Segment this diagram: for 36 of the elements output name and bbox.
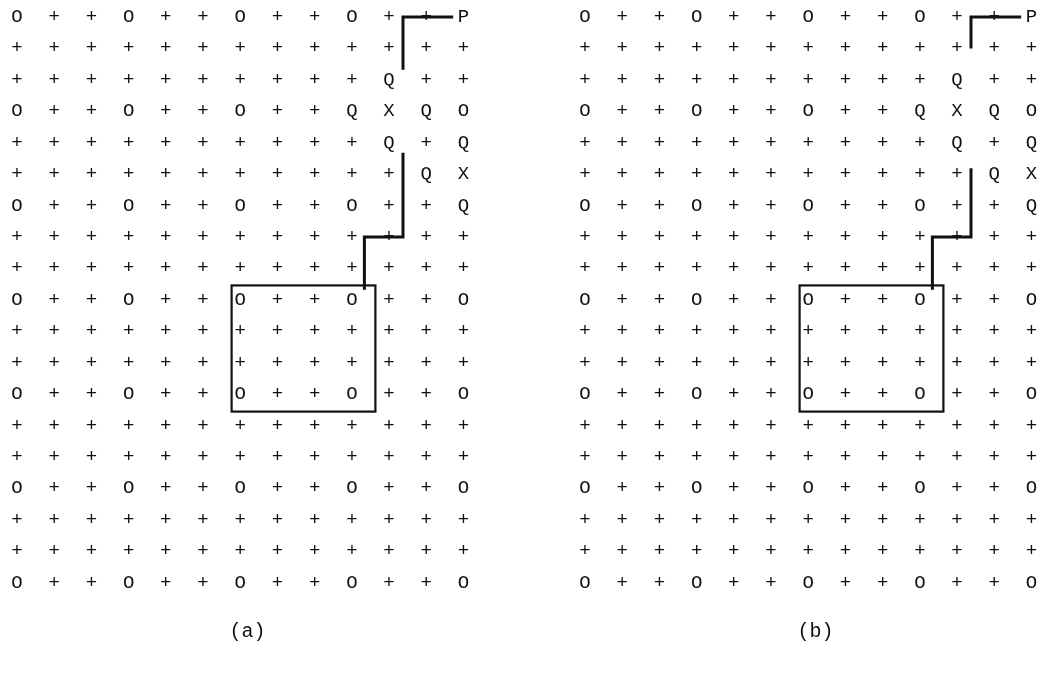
character-row: O + + O + + O + + O + + O [579,382,1045,407]
character-row: O + + O + + O + + O + + O [11,570,477,595]
character-row: + + + + + + + + + + + Q X [579,162,1045,187]
character-row: + + + + + + + + + + + + + [11,36,477,61]
character-row: + + + + + + + + + + + + + [579,413,1045,438]
character-row: + + + + + + + + + + + + + [11,413,477,438]
character-row: O + + O + + O + + Q X Q O [11,99,477,124]
character-row: + + + + + + + + + + + + + [579,350,1045,375]
character-row: O + + O + + O + + O + + O [579,476,1045,501]
character-row: + + + + + + + + + + + + + [579,445,1045,469]
character-row: O + + O + + O + + O + + Q [11,193,477,218]
character-row: + + + + + + + + + + Q + + [11,67,477,92]
panel-label: (a) [229,620,266,644]
character-row: O + + O + + O + + O + + O [579,287,1045,312]
character-row: + + + + + + + + + + + + + [579,319,1045,344]
character-row: + + + + + + + + + + + + + [579,36,1045,61]
character-row: + + + + + + + + + + Q + + [579,67,1045,92]
character-row: + + + + + + + + + + + + + [579,256,1045,281]
character-row: + + + + + + + + + + + + + [11,539,477,564]
panel-label: (b) [797,620,834,644]
character-row: + + + + + + + + + + + + + [579,539,1045,564]
character-row: O + + O + + O + + O + + O [11,382,477,407]
character-row: + + + + + + + + + + Q + Q [11,130,477,155]
character-row: + + + + + + + + + + + + + [11,319,477,344]
character-row: + + + + + + + + + + Q + Q [579,130,1045,155]
character-row: + + + + + + + + + + + + + [579,507,1045,532]
character-row: O + + O + + O + + Q X Q O [579,99,1045,124]
character-row: + + + + + + + + + + + + + [11,350,477,375]
character-row: + + + + + + + + + + + + + [11,256,477,281]
character-row: O + + O + + O + + O + + O [579,570,1045,595]
character-row: + + + + + + + + + + + Q X [11,162,477,187]
character-row: + + + + + + + + + + + + + [11,507,477,532]
character-row: O + + O + + O + + O + + Q [579,193,1045,218]
character-row: O + + O + + O + + O + + O [11,476,477,501]
character-row: O + + O + + O + + O + + O [11,287,477,312]
character-row: + + + + + + + + + + + + + [11,445,477,469]
